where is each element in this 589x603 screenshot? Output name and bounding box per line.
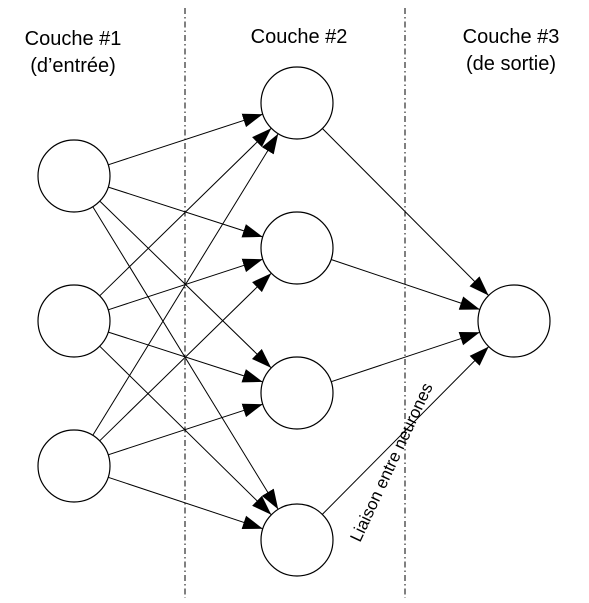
connection-label: Liaison entre neurones bbox=[346, 380, 436, 545]
neuron-layer-2-4 bbox=[260, 503, 334, 577]
layer-1-title: Couche #1 bbox=[25, 28, 122, 50]
neuron-layer-2-2 bbox=[260, 211, 334, 285]
connection-arrow bbox=[321, 346, 490, 515]
connection-group bbox=[92, 113, 490, 530]
connection-arrow bbox=[92, 133, 279, 436]
neuron-group bbox=[37, 66, 551, 577]
neuron-layer-1-1 bbox=[37, 139, 111, 213]
connection-arrow bbox=[99, 345, 272, 516]
connection-arrow bbox=[108, 403, 263, 456]
connection-arrow bbox=[108, 113, 263, 166]
connection-arrow bbox=[99, 127, 272, 297]
connection-arrow bbox=[99, 272, 272, 442]
layer-2-title: Couche #2 bbox=[251, 26, 348, 48]
neuron-layer-2-3 bbox=[260, 356, 334, 430]
neuron-layer-3-1 bbox=[477, 284, 551, 358]
connection-arrow bbox=[331, 331, 480, 383]
connection-arrow bbox=[108, 476, 263, 530]
layer-3-subtitle: (de sortie) bbox=[466, 53, 556, 75]
neuron-layer-2-1 bbox=[260, 66, 334, 140]
neuron-layer-1-2 bbox=[37, 284, 111, 358]
layer-1-subtitle: (d’entrée) bbox=[30, 55, 116, 77]
connection-arrow bbox=[330, 259, 481, 310]
layer-3-title: Couche #3 bbox=[463, 26, 560, 48]
neuron-layer-1-3 bbox=[37, 429, 111, 503]
connection-arrow bbox=[92, 206, 279, 510]
connection-arrow bbox=[322, 128, 489, 296]
